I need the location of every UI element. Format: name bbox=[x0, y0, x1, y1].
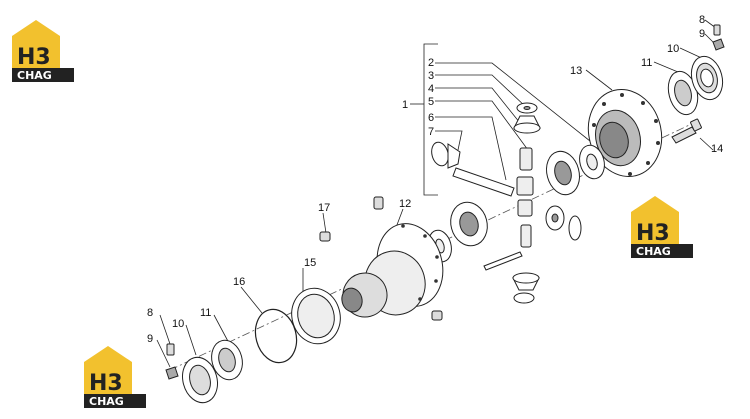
plug-part-17 bbox=[319, 231, 331, 242]
side-gear-part-3 bbox=[546, 150, 580, 196]
callout-3: 3 bbox=[428, 70, 434, 82]
logo-word: CHAG bbox=[89, 395, 124, 408]
callout-4: 4 bbox=[428, 83, 434, 95]
bearing-part-15 bbox=[291, 287, 341, 345]
callout-5: 5 bbox=[428, 96, 434, 108]
callout-11-top: 11 bbox=[641, 57, 652, 69]
logo-mark: H3 bbox=[636, 221, 670, 246]
spider-block-part-5 bbox=[516, 176, 534, 217]
callout-8-top: 8 bbox=[699, 14, 705, 26]
callout-12: 12 bbox=[399, 198, 411, 210]
washer-part-9-bottom bbox=[165, 366, 179, 380]
callout-11-bottom: 11 bbox=[200, 307, 211, 319]
brand-logo-right: H3 CHAG bbox=[631, 196, 693, 258]
snap-ring-part-16 bbox=[254, 308, 298, 364]
callout-14: 14 bbox=[711, 143, 723, 155]
bearing-part-11-top bbox=[667, 70, 699, 116]
callout-9-bottom: 9 bbox=[147, 333, 153, 345]
pinion-washer-right bbox=[568, 215, 582, 241]
callout-6: 6 bbox=[428, 112, 434, 124]
callout-15: 15 bbox=[304, 257, 316, 269]
logo-mark: H3 bbox=[89, 371, 123, 396]
callout-10-bottom: 10 bbox=[172, 318, 184, 330]
callout-labels: 1 2 3 4 5 6 7 8 9 10 11 13 14 12 17 16 1… bbox=[147, 14, 723, 345]
plug-top bbox=[373, 196, 384, 210]
bolt-part-8-bottom bbox=[166, 343, 175, 356]
callout-10-top: 10 bbox=[667, 43, 679, 55]
thrust-washer-part-2 bbox=[579, 144, 605, 180]
bearing-part-10-top bbox=[690, 55, 724, 101]
callout-13: 13 bbox=[570, 65, 582, 77]
washer-part-9-top bbox=[712, 38, 725, 51]
brand-logo-bottom-left: H3 CHAG bbox=[84, 346, 146, 408]
flange-housing-part-13 bbox=[587, 88, 663, 178]
pinion-gear-right bbox=[545, 205, 565, 231]
callout-17: 17 bbox=[318, 202, 330, 214]
brand-logo-top-left: H3 CHAG bbox=[12, 20, 74, 82]
logo-word: CHAG bbox=[17, 69, 52, 82]
bolt-part-8-top bbox=[713, 24, 721, 36]
logo-mark: H3 bbox=[17, 45, 51, 70]
logo-word: CHAG bbox=[636, 245, 671, 258]
bolt-part-14 bbox=[671, 118, 702, 144]
callout-8-bottom: 8 bbox=[147, 307, 153, 319]
differential-case-part-12 bbox=[341, 223, 444, 318]
callout-9-top: 9 bbox=[699, 28, 705, 40]
bearing-part-11-bottom bbox=[211, 339, 243, 381]
bearing-inner bbox=[450, 201, 488, 247]
pinion-washer-top bbox=[516, 102, 538, 114]
callout-2: 2 bbox=[428, 57, 434, 69]
callout-16: 16 bbox=[233, 276, 245, 288]
cross-shaft-part-4 bbox=[519, 147, 533, 171]
bearing-part-10-bottom bbox=[182, 356, 218, 404]
plug-bottom bbox=[431, 310, 443, 321]
pinion-gear-part-7 bbox=[431, 141, 461, 169]
callout-7: 7 bbox=[428, 126, 434, 138]
pinion-gear-bottom bbox=[512, 272, 540, 304]
slender-pin bbox=[483, 251, 523, 271]
short-pin-vertical bbox=[520, 224, 532, 248]
pinion-gear-top bbox=[513, 115, 541, 134]
leader-lines bbox=[156, 19, 718, 368]
long-pin-part-6 bbox=[452, 167, 515, 197]
callout-1: 1 bbox=[402, 99, 408, 111]
